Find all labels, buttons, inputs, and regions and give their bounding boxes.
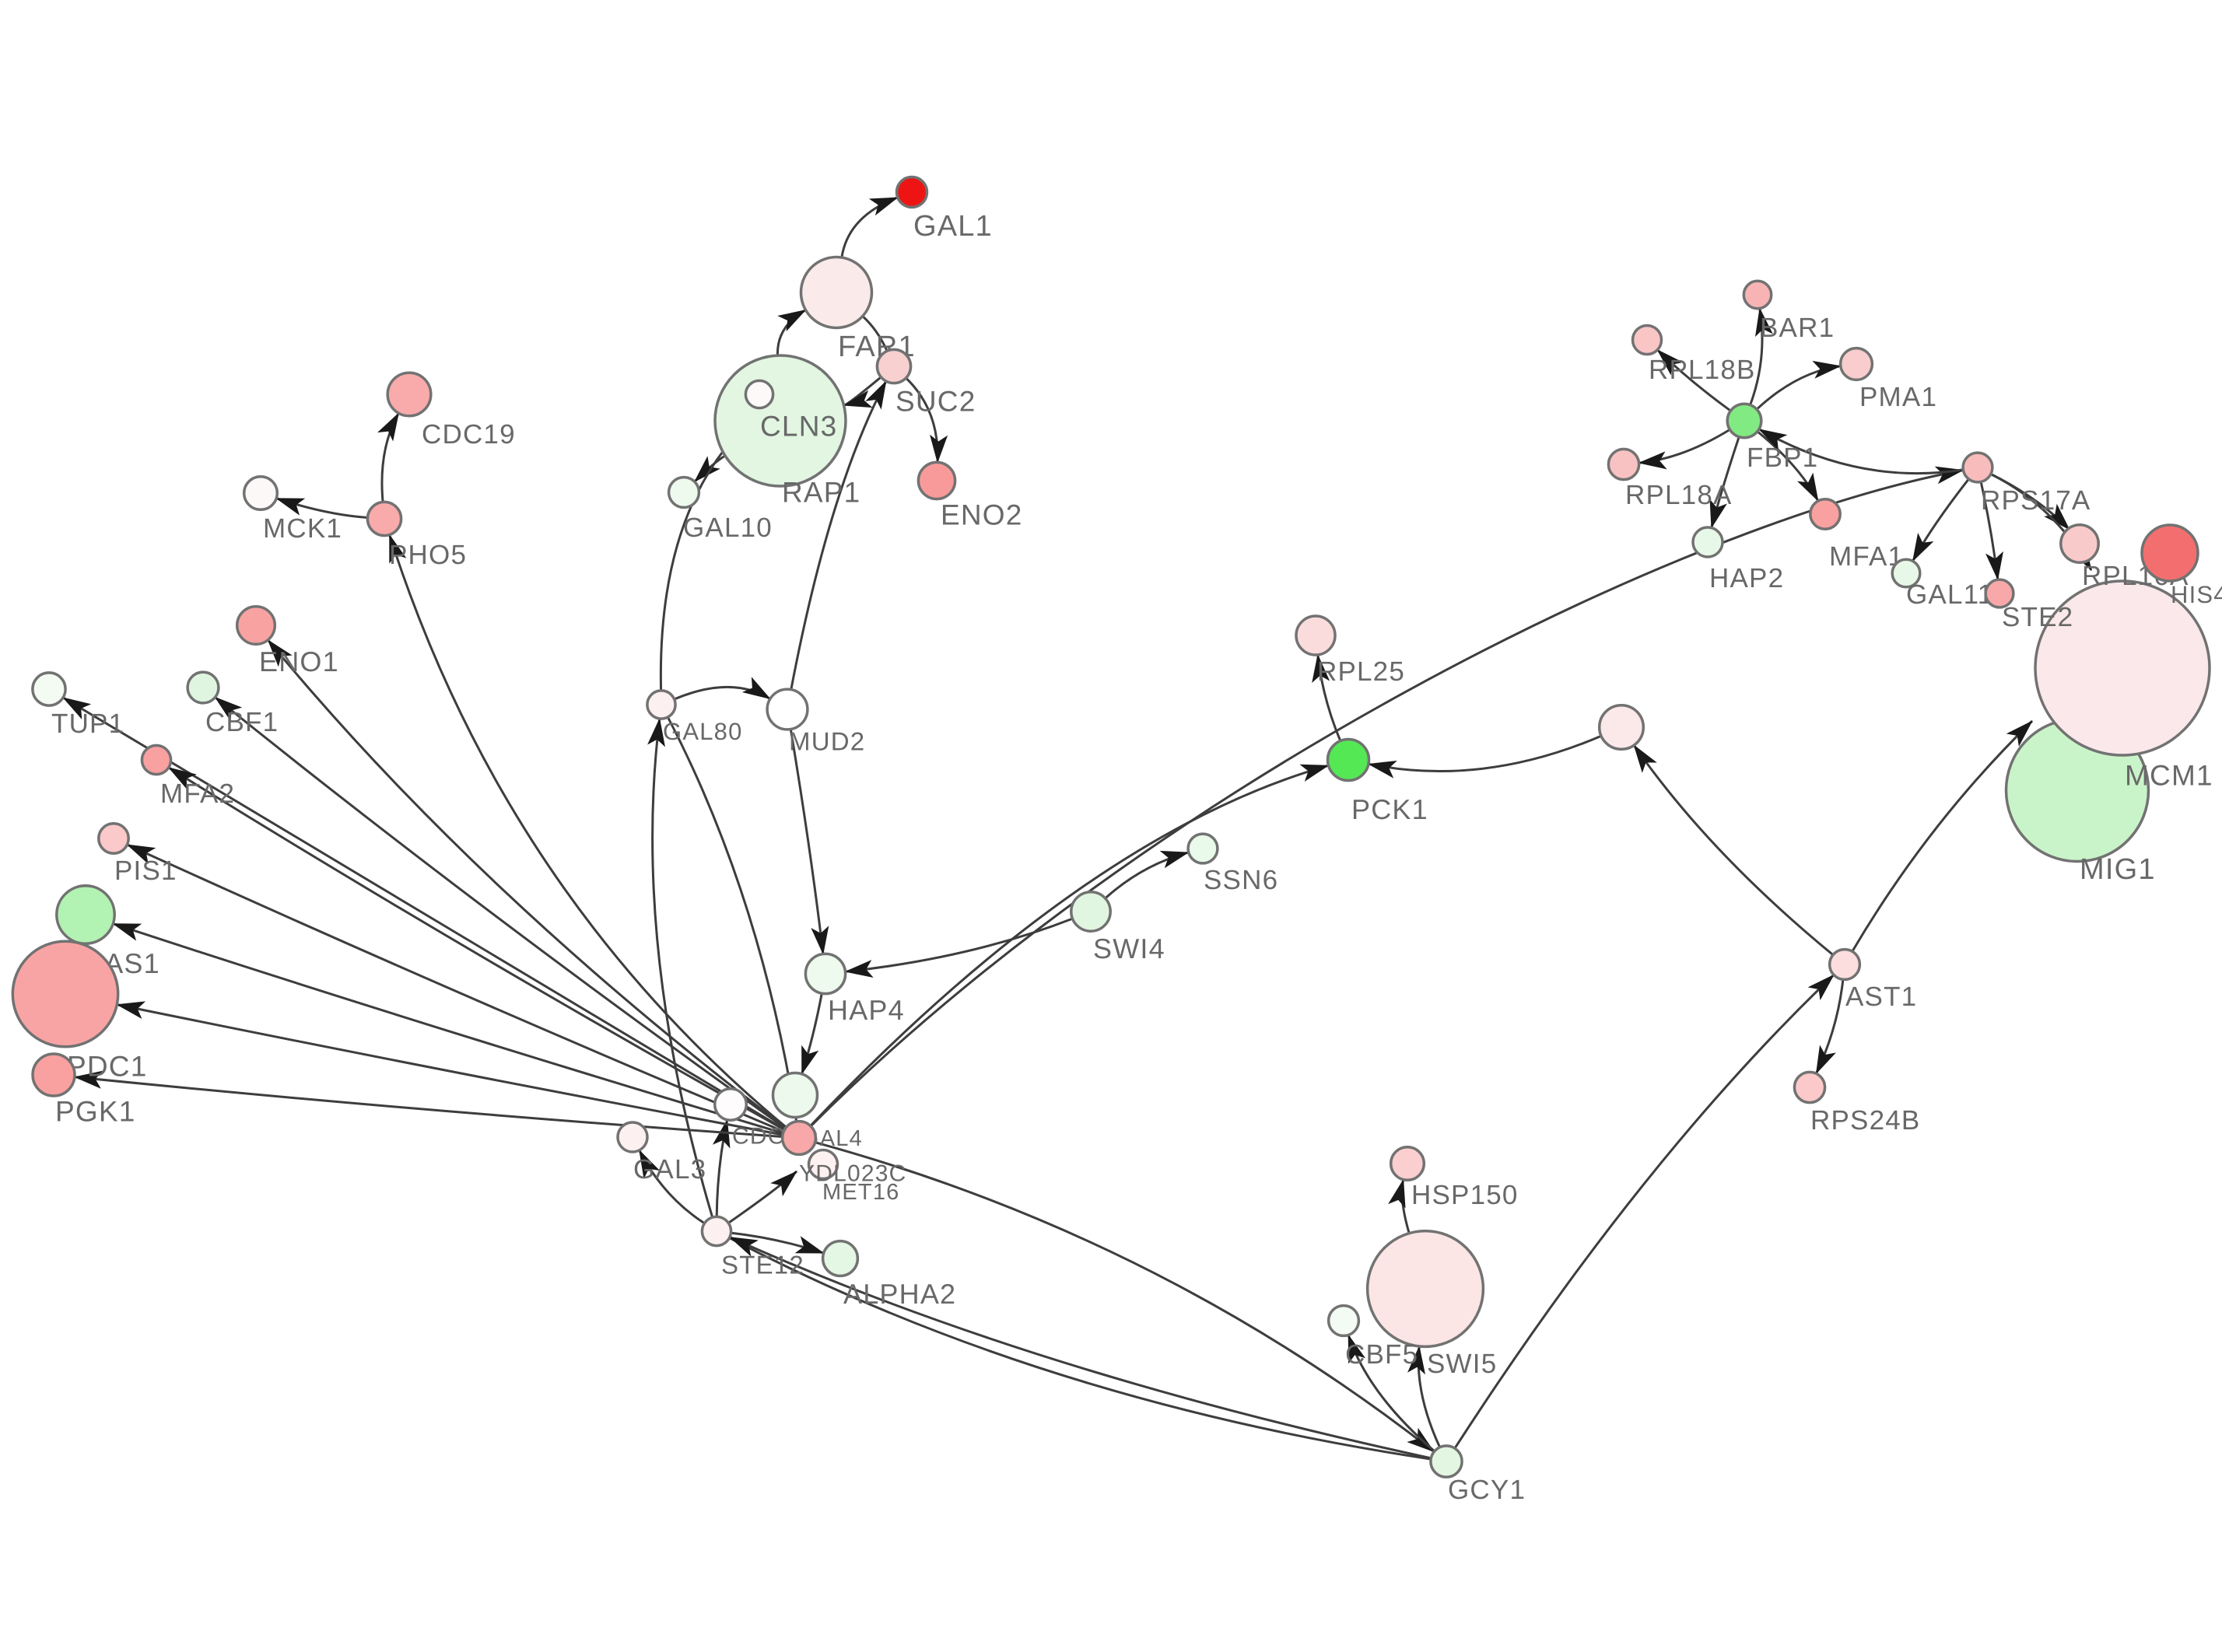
svg-text:SUC2: SUC2 (895, 386, 976, 418)
svg-text:ENO2: ENO2 (941, 499, 1023, 531)
svg-text:HSP150: HSP150 (1411, 1180, 1519, 1210)
svg-text:MET16: MET16 (822, 1180, 899, 1205)
svg-text:HAP2: HAP2 (1709, 563, 1784, 593)
svg-text:GCY1: GCY1 (1448, 1475, 1526, 1505)
svg-text:MUD2: MUD2 (789, 727, 865, 756)
svg-text:ALPHA2: ALPHA2 (843, 1278, 956, 1310)
svg-text:RPL18A: RPL18A (1625, 480, 1733, 510)
svg-text:MCK1: MCK1 (263, 513, 342, 544)
svg-text:SSN6: SSN6 (1204, 865, 1278, 895)
svg-text:MFA1: MFA1 (1829, 541, 1904, 572)
svg-text:HAP4: HAP4 (828, 994, 905, 1026)
svg-text:PMA1: PMA1 (1859, 382, 1937, 412)
svg-text:CDC19: CDC19 (422, 419, 516, 450)
svg-text:FBP1: FBP1 (1747, 443, 1818, 473)
svg-text:CBF5: CBF5 (1345, 1339, 1418, 1370)
svg-text:BAR1: BAR1 (1760, 313, 1835, 343)
svg-text:MFA2: MFA2 (160, 779, 235, 809)
svg-text:RPL25: RPL25 (1317, 656, 1405, 687)
svg-text:RPL18B: RPL18B (1649, 355, 1756, 385)
svg-text:GAL80: GAL80 (663, 718, 743, 745)
svg-text:PGK1: PGK1 (55, 1096, 136, 1128)
svg-text:RPS24B: RPS24B (1810, 1105, 1920, 1136)
svg-text:YDL023C: YDL023C (799, 1161, 906, 1187)
svg-text:MIG1: MIG1 (2080, 853, 2156, 886)
svg-text:PHO5: PHO5 (389, 540, 467, 570)
svg-text:MCM1: MCM1 (2125, 760, 2213, 792)
svg-text:RPS17A: RPS17A (1981, 485, 2091, 516)
svg-text:STE12: STE12 (721, 1251, 804, 1279)
svg-text:PIS1: PIS1 (114, 856, 177, 886)
svg-text:PDC1: PDC1 (67, 1051, 148, 1083)
svg-text:STE2: STE2 (2002, 602, 2073, 632)
svg-text:GAL3: GAL3 (633, 1154, 706, 1185)
svg-text:GAL11: GAL11 (1906, 579, 1993, 610)
svg-text:GAL10: GAL10 (683, 513, 773, 543)
svg-text:TUP1: TUP1 (51, 709, 124, 739)
svg-text:ENO1: ENO1 (259, 646, 339, 677)
svg-text:CLN3: CLN3 (760, 411, 837, 443)
svg-text:GAL1: GAL1 (913, 210, 993, 243)
svg-text:PCK1: PCK1 (1351, 793, 1428, 825)
svg-text:AST1: AST1 (1845, 982, 1917, 1012)
svg-text:SWI5: SWI5 (1427, 1349, 1497, 1379)
svg-text:HIS4: HIS4 (2171, 581, 2222, 608)
svg-text:RAP1: RAP1 (782, 477, 860, 509)
svg-text:CBF1: CBF1 (205, 707, 279, 737)
svg-text:SWI4: SWI4 (1093, 933, 1165, 964)
